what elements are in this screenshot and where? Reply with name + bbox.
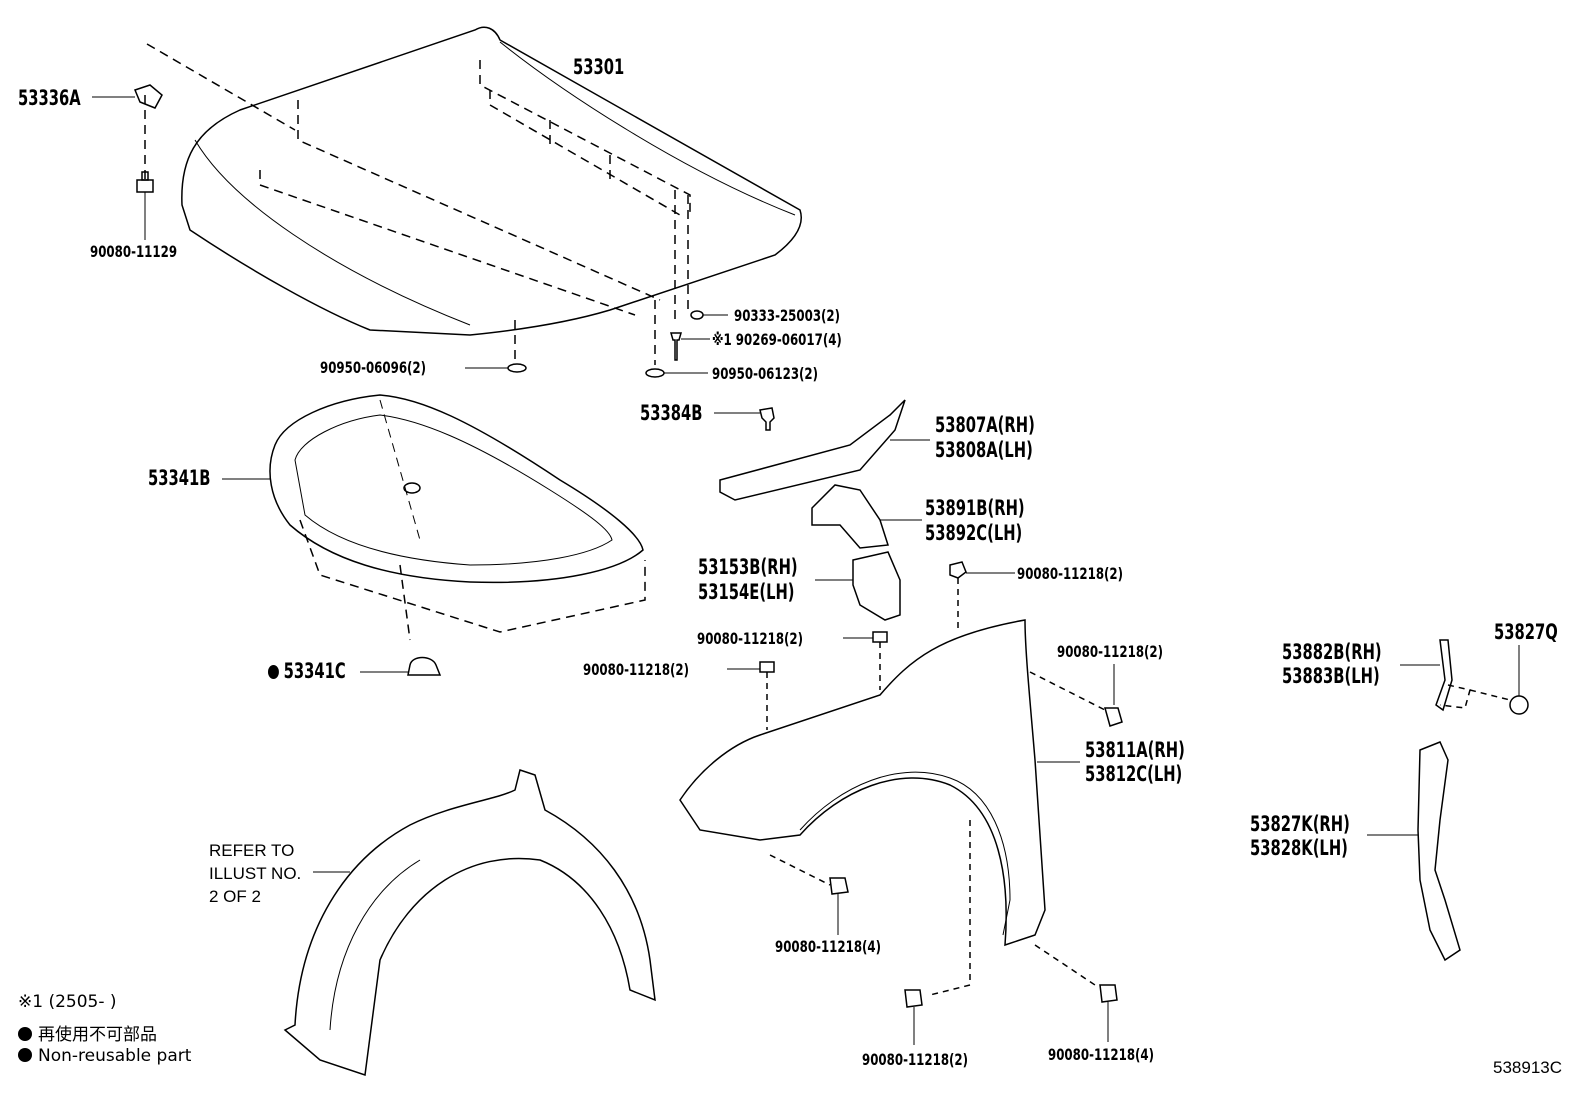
label-53341C-text: 53341C: [283, 659, 346, 683]
label-90080-11129: 90080-11129: [90, 242, 178, 261]
clip-53827Q: [1509, 645, 1529, 715]
legend-en: Non-reusable part: [18, 1046, 191, 1066]
label-53827Q: 53827Q: [1494, 620, 1558, 644]
label-90080-11218-4b: 90080-11218(4): [1048, 1045, 1155, 1064]
label-53154E: 53154E(LH): [698, 580, 795, 604]
refer-note-line3: 2 OF 2: [209, 886, 261, 906]
seal-53882B: [1400, 639, 1511, 712]
fender-panel: [679, 619, 1096, 996]
label-90269-06017: ※1 90269-06017(4): [712, 330, 842, 349]
label-90080-11218-a: 90080-11218(2): [1017, 564, 1124, 583]
fender-bolts: [727, 561, 1123, 730]
label-90080-11218-c: 90080-11218(2): [583, 660, 690, 679]
label-53882B: 53882B(RH): [1282, 640, 1382, 664]
seal-53891B: [811, 484, 922, 549]
label-53891B: 53891B(RH): [925, 496, 1025, 520]
hood-clip-53336A: [92, 84, 163, 109]
legend-dot-icon: [18, 1027, 32, 1041]
clip-53384B: [714, 407, 775, 431]
seal-53153B: [815, 551, 901, 621]
label-53808A: 53808A(LH): [935, 438, 1033, 462]
label-53336A: 53336A: [18, 86, 81, 110]
label-53301: 53301: [573, 55, 625, 79]
label-53153B: 53153B(RH): [698, 555, 798, 579]
label-90950-06096: 90950-06096(2): [320, 358, 427, 377]
hood-dashed-lines: [144, 43, 691, 365]
label-53341C: 53341C: [268, 661, 346, 682]
hood-panel: [181, 26, 802, 336]
label-90080-11218-b: 90080-11218(2): [697, 629, 804, 648]
label-53812C: 53812C(LH): [1085, 762, 1183, 786]
label-53384B: 53384B: [640, 401, 703, 425]
label-53883B: 53883B(LH): [1282, 664, 1380, 688]
label-53807A: 53807A(RH): [935, 413, 1035, 437]
label-53341B: 53341B: [148, 466, 211, 490]
label-53811A: 53811A(RH): [1085, 738, 1185, 762]
seal-53827K: [1367, 741, 1461, 962]
label-53828K: 53828K(LH): [1250, 836, 1348, 860]
label-90950-06123: 90950-06123(2): [712, 364, 819, 383]
lower-bolts: [829, 877, 1118, 1045]
label-90080-11218-e: 90080-11218(2): [862, 1050, 969, 1069]
legend-jp-text: 再使用不可部品: [38, 1025, 157, 1045]
footnote: ※1 (2505- ): [18, 992, 117, 1012]
hood-insulator: [222, 394, 646, 641]
refer-note-line1: REFER TO: [209, 841, 295, 860]
label-53827K: 53827K(RH): [1250, 812, 1350, 836]
bolt-90080-11129: [136, 171, 154, 240]
fender-liner: [283, 769, 656, 1076]
legend-dot-icon-2: [18, 1048, 32, 1062]
non-reusable-dot-icon: [268, 665, 279, 679]
refer-note-line2: ILLUST NO.: [209, 863, 302, 883]
hood-small-parts: [465, 310, 728, 378]
label-53892C: 53892C(LH): [925, 521, 1023, 545]
illustration-id: 538913C: [1493, 1058, 1563, 1077]
refer-note: REFER TO ILLUST NO. 2 OF 2: [209, 840, 301, 909]
label-90080-11218-4a: 90080-11218(4): [775, 937, 882, 956]
legend-en-text: Non-reusable part: [38, 1046, 192, 1066]
seal-53807A: [719, 399, 930, 501]
label-90080-11218-d: 90080-11218(2): [1057, 642, 1164, 661]
clip-53341C: [360, 656, 442, 676]
legend-jp: 再使用不可部品: [18, 1020, 157, 1045]
label-90333-25003: 90333-25003(2): [734, 306, 841, 325]
